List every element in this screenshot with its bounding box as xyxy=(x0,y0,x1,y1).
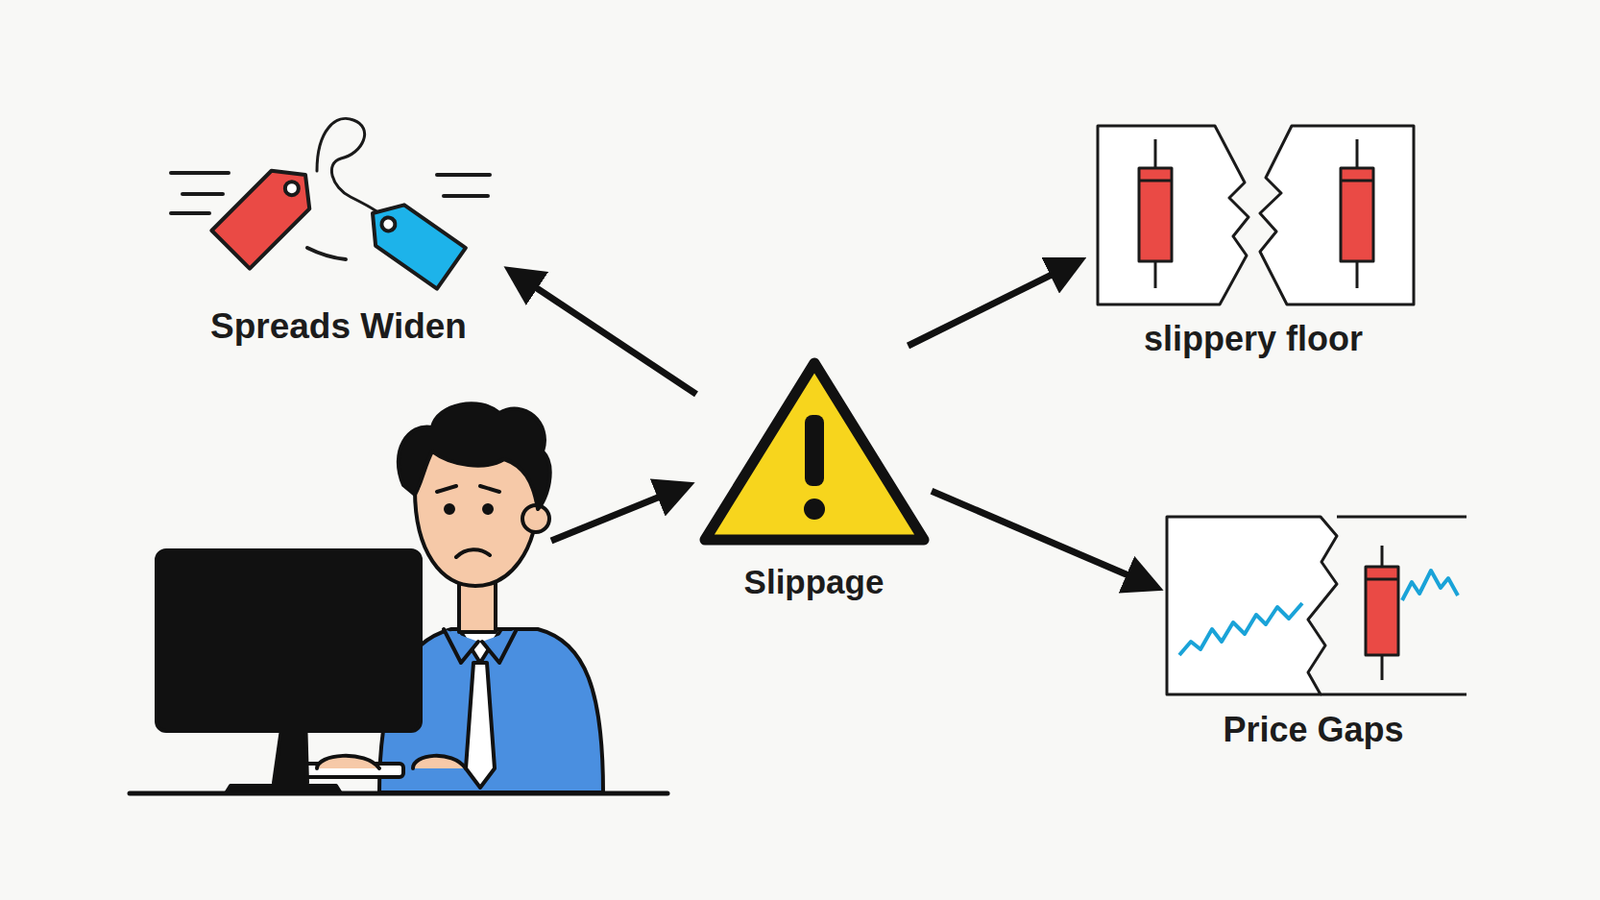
node-label: Slippage xyxy=(744,562,885,602)
floor-node: slippery floor xyxy=(1075,115,1431,370)
node-label: Price Gaps xyxy=(1222,709,1404,750)
arrow-connector xyxy=(908,263,1077,346)
arrow-connector xyxy=(931,490,1153,586)
broken-chart-panels xyxy=(1097,125,1414,305)
warning-triangle xyxy=(704,363,924,540)
spreads-node: Spreads Widen xyxy=(163,105,514,356)
slippage-node: Slippage xyxy=(696,345,932,615)
gaps-node: Price Gaps xyxy=(1152,504,1475,759)
node-label: Spreads Widen xyxy=(210,306,467,348)
trader-arrow xyxy=(551,486,684,541)
price-gap-chart xyxy=(1166,516,1467,695)
arrow-connector xyxy=(513,272,697,394)
trader-figure xyxy=(129,403,668,794)
price-tags xyxy=(170,118,490,289)
node-label: slippery floor xyxy=(1143,318,1363,359)
